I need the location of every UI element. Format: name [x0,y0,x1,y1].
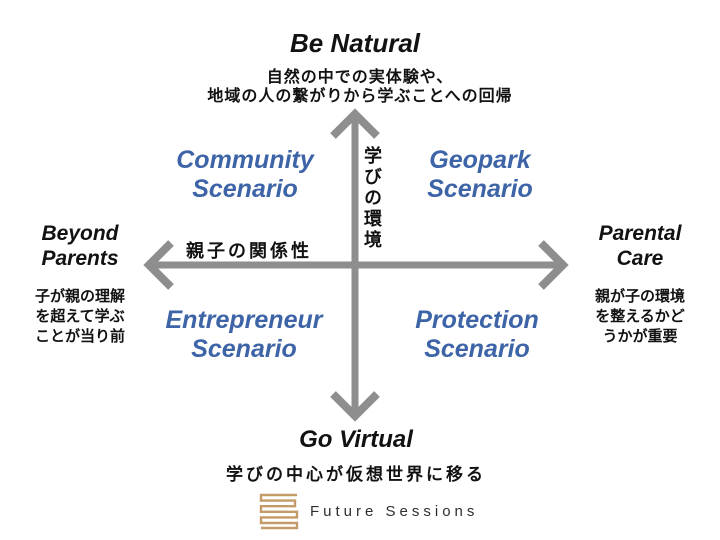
axis-right-description-line3: うかが重要 [602,328,678,345]
axis-left-title: Beyond Parents [10,221,150,271]
axis-bottom-title: Go Virtual [299,426,413,453]
axis-right-title-line1: Parental [598,222,682,245]
axis-left-title-line1: Beyond [41,222,119,245]
axis-left-description: 子が親の理解 を超えて学ぶ ことが当り前 [10,287,150,347]
axis-left-description-line1: 子が親の理解 [34,288,125,305]
arrowhead-right-icon [538,240,569,290]
axis-top-description-line2: 地域の人の繋がりから学ぶことへの回帰 [207,88,513,105]
quadrant-protection-line2: Scenario [424,335,530,363]
arrowhead-up-icon [330,108,380,139]
axis-top-description-line1: 自然の中での実体験や、 [266,69,454,86]
quadrant-entrepreneur-line1: Entrepreneur [165,306,323,334]
vertical-axis-label: 学びの環境 [362,146,382,251]
quadrant-geopark-line1: Geopark [429,146,531,174]
quadrant-protection-line1: Protection [415,306,539,334]
quadrant-community-line1: Community [176,146,314,174]
arrowhead-down-icon [330,391,380,422]
axis-left-title-line2: Parents [41,247,119,270]
axis-right-title: Parental Care [570,221,710,271]
future-sessions-logo: Future Sessions [257,492,478,530]
axis-bottom-description: 学びの中心が仮想世界に移る [226,465,486,484]
axis-left-description-line3: ことが当り前 [34,328,125,345]
axis-right-description: 親が子の環境 を整えるかど うかが重要 [570,287,710,347]
axis-right-description-line2: を整えるかど [595,308,685,325]
axis-top-title: Be Natural [289,28,421,58]
horizontal-axis-label: 親子の関係性 [186,241,312,261]
arrowhead-left-icon [143,240,174,290]
quadrant-community-line2: Scenario [192,175,298,203]
future-sessions-logo-icon [259,493,299,530]
quadrant-title-community: Community Scenario [135,146,355,204]
quadrant-entrepreneur-line2: Scenario [191,335,297,363]
axis-left-description-line2: を超えて学ぶ [35,308,125,325]
axis-top-description: 自然の中での実体験や、 地域の人の繋がりから学ぶことへの回帰 [0,68,720,106]
quadrant-geopark-line2: Scenario [427,175,533,203]
axis-right-title-line2: Care [616,247,664,270]
future-sessions-logo-text: Future Sessions [310,502,479,520]
quadrant-title-geopark: Geopark Scenario [380,146,580,204]
axis-right-description-line1: 親が子の環境 [594,288,685,305]
quadrant-title-protection: Protection Scenario [366,306,588,364]
quadrant-title-entrepreneur: Entrepreneur Scenario [118,306,370,364]
